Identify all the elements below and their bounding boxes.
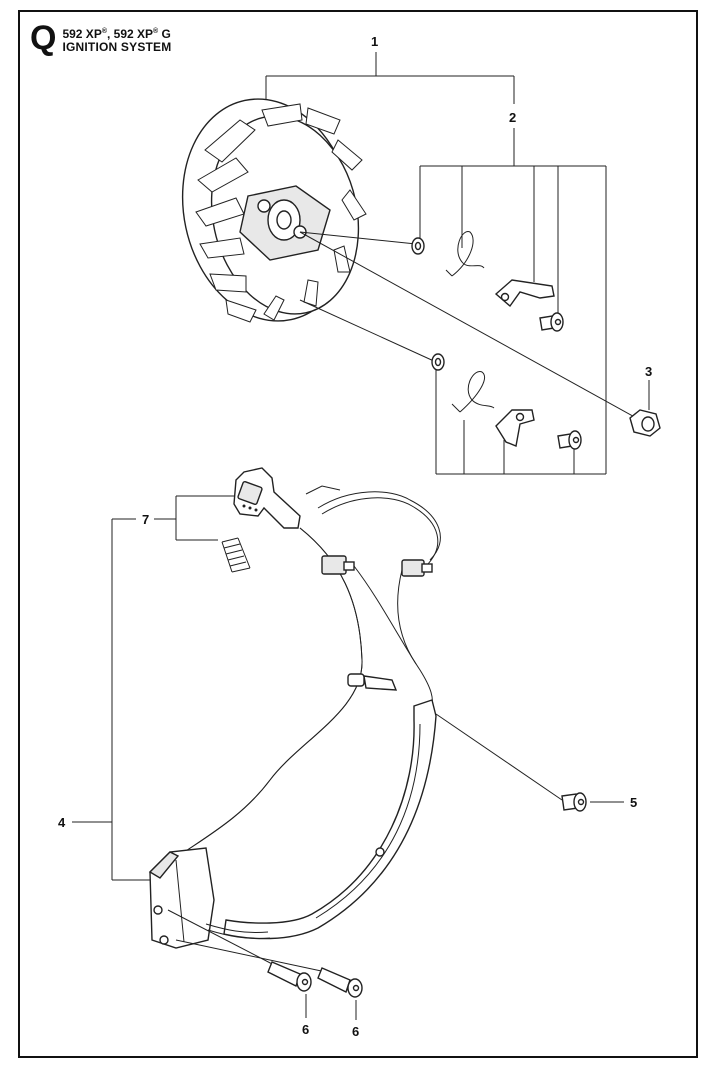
flywheel-nut bbox=[629, 409, 661, 437]
washer-upper bbox=[411, 237, 425, 255]
model-a: 592 XP bbox=[62, 27, 102, 41]
callout-3: 3 bbox=[645, 364, 652, 379]
callout-1-leader bbox=[265, 52, 515, 116]
callout-7: 7 bbox=[142, 512, 149, 527]
callout-2: 2 bbox=[509, 110, 516, 125]
callout-6-left: 6 bbox=[302, 1022, 309, 1037]
registered-mark-1: ® bbox=[101, 28, 107, 35]
section-title: IGNITION SYSTEM bbox=[62, 40, 172, 54]
model-name: 592 XP®, 592 XP® G bbox=[62, 25, 171, 41]
callout-1: 1 bbox=[371, 34, 378, 49]
callout-4: 4 bbox=[58, 815, 66, 830]
callout-7-leader bbox=[154, 495, 236, 541]
model-b: , 592 XP bbox=[107, 27, 154, 41]
model-c: G bbox=[158, 27, 171, 41]
callout-6-right: 6 bbox=[352, 1024, 359, 1039]
screw-lower bbox=[557, 430, 582, 450]
screw-upper bbox=[539, 312, 564, 332]
page-header: Q 592 XP®, 592 XP® G IGNITION SYSTEM bbox=[30, 19, 171, 57]
screw-5 bbox=[435, 713, 624, 812]
pawl-lower bbox=[495, 409, 535, 447]
flywheel-part bbox=[181, 98, 367, 323]
screw-6-right bbox=[175, 939, 363, 1020]
drawing-frame bbox=[18, 10, 698, 1058]
header-text: 592 XP®, 592 XP® G IGNITION SYSTEM bbox=[62, 22, 171, 54]
callout-5: 5 bbox=[630, 795, 637, 810]
callout-4-leader bbox=[72, 518, 150, 881]
washer-lower bbox=[431, 353, 445, 371]
assembly-guide-lines bbox=[299, 231, 641, 421]
pawl-upper bbox=[494, 279, 555, 308]
cap-spring bbox=[221, 537, 251, 573]
spring-lower bbox=[451, 371, 495, 413]
ignition-module-assembly bbox=[148, 485, 441, 949]
callout-2-leader bbox=[419, 128, 607, 475]
registered-mark-2: ® bbox=[153, 28, 159, 35]
section-letter: Q bbox=[30, 19, 57, 57]
screw-6-left bbox=[167, 909, 312, 1018]
spring-upper bbox=[445, 231, 485, 277]
spark-plug-cap bbox=[233, 467, 301, 529]
